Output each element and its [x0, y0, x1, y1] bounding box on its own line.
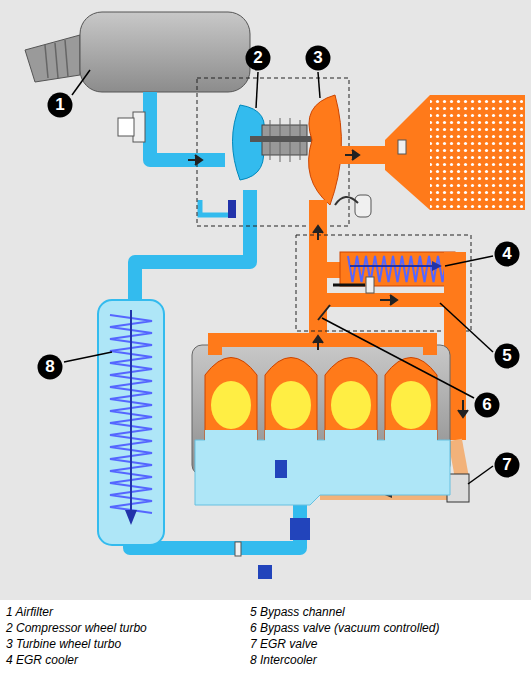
callout-number: 8: [37, 354, 63, 380]
callout-number: 4: [494, 241, 520, 267]
legend-text: 8 Intercooler: [250, 653, 317, 667]
callout-text: 3: [305, 45, 331, 71]
callout-text: 8: [37, 354, 63, 380]
exhaust-pipe: [318, 155, 390, 345]
bypass-channel: [318, 293, 455, 307]
intercooler: [98, 300, 164, 545]
legend-text: 6 Bypass valve (vacuum controlled): [250, 621, 439, 635]
legend-text: 7 EGR valve: [250, 637, 317, 651]
callout-number: 7: [494, 452, 520, 478]
air-intake: [25, 35, 80, 82]
callout-text: 6: [474, 392, 500, 418]
callout-text: 4: [494, 241, 520, 267]
leader-lines: [64, 70, 493, 484]
callout-text: 7: [494, 452, 520, 478]
callout-text: 2: [245, 45, 271, 71]
callout-text: 5: [494, 343, 520, 369]
callout-number: 1: [47, 92, 73, 118]
callout-number: 3: [305, 45, 331, 71]
callout-number: 5: [494, 343, 520, 369]
intake-manifold: [195, 440, 450, 505]
legend-text: 2 Compressor wheel turbo: [6, 621, 147, 635]
exhaust-outlet: [430, 97, 523, 208]
callout-number: 6: [474, 392, 500, 418]
egr-cooler: [340, 252, 455, 286]
callout-number: 2: [245, 45, 271, 71]
compressor: [233, 105, 265, 180]
legend-text: 3 Turbine wheel turbo: [6, 637, 121, 651]
air-filter: [80, 12, 250, 92]
flow-arrows: [188, 150, 468, 417]
legend-text: 4 EGR cooler: [6, 653, 78, 667]
legend-text: 1 Airfilter: [6, 605, 53, 619]
callout-text: 1: [47, 92, 73, 118]
legend-text: 5 Bypass channel: [250, 605, 345, 619]
